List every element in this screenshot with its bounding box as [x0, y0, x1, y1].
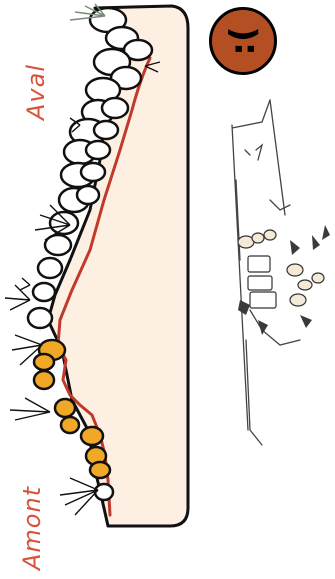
sketch-stones — [238, 230, 324, 308]
sad-face-icon: :( — [209, 7, 277, 75]
sad-face-glyph: :( — [212, 10, 274, 72]
upstream-label: Amont — [18, 486, 46, 570]
downstream-label: Aval — [22, 64, 50, 120]
